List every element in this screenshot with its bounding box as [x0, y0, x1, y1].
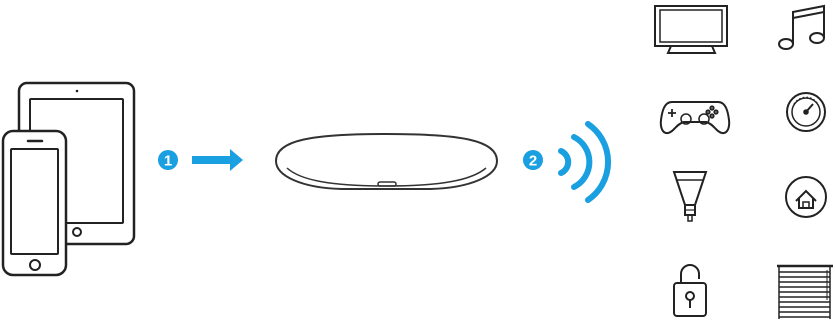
wireless-waves-icon	[561, 124, 608, 200]
right-arrow-icon	[192, 149, 243, 171]
home-icon	[786, 177, 826, 217]
thermostat-icon	[787, 93, 825, 131]
music-icon	[779, 6, 824, 49]
light-bulb-icon	[674, 172, 706, 221]
hub-device	[276, 134, 497, 189]
tv-icon	[655, 6, 727, 53]
padlock-icon	[674, 265, 706, 316]
step-2-badge: 2	[523, 150, 543, 170]
step-1-badge: 1	[158, 150, 178, 170]
step-1-label: 1	[164, 153, 172, 170]
step-2-label: 2	[529, 153, 537, 170]
gamepad-icon	[661, 102, 729, 133]
window-blinds-icon	[777, 266, 833, 319]
phone-icon	[3, 131, 66, 275]
